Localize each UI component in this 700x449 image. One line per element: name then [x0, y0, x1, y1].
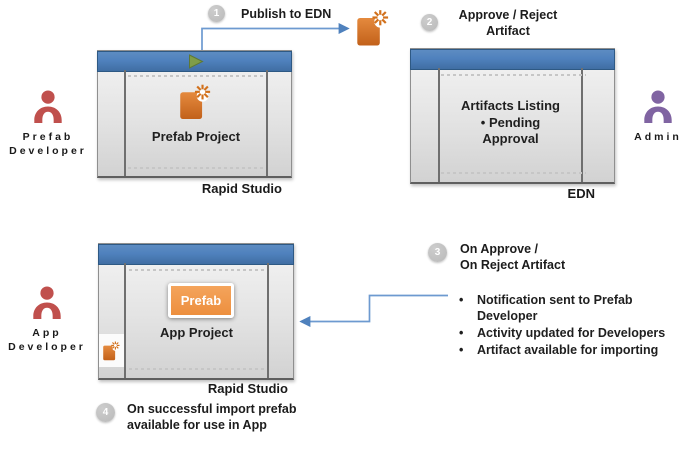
panel-divider: [267, 263, 269, 378]
actor-label-line1: App: [32, 327, 62, 339]
step-number-badge: 2: [421, 14, 438, 31]
step2-label: Approve / Reject Artifact: [448, 7, 568, 39]
outcome-item: • Artifact available for importing: [459, 342, 677, 358]
window-caption: EDN: [567, 186, 595, 201]
artifact-new-icon: [180, 84, 211, 120]
bullet-glyph: •: [480, 115, 486, 130]
person-icon: [33, 286, 61, 320]
panel-texture: [129, 269, 265, 271]
published-artifact-icon: [357, 10, 389, 46]
window-titlebar: [410, 49, 615, 70]
actor-label: Admin: [616, 130, 700, 144]
approval-result-connector-arrow: [299, 294, 448, 328]
outcome-text: Activity updated for Developers: [477, 326, 666, 340]
edn-listing-title: Artifacts Listing: [461, 98, 560, 113]
person-icon: [34, 90, 62, 124]
step1-label: Publish to EDN: [241, 7, 332, 21]
step2-line1: Approve / Reject: [458, 8, 558, 22]
step3-line1: On Approve /: [460, 242, 539, 256]
window-caption: Rapid Studio: [201, 181, 282, 196]
step-number-badge: 4: [96, 403, 115, 422]
panel-texture: [128, 75, 263, 77]
step3-line2: On Reject Artifact: [460, 258, 566, 272]
project-label: Prefab Project: [151, 129, 241, 144]
edn-listing: Artifacts Listing • Pending Approval: [440, 98, 581, 147]
tool-palette-cell: [99, 334, 124, 367]
window-edn: Artifacts Listing • Pending Approval: [410, 48, 615, 184]
step-number-badge: 1: [208, 5, 225, 22]
panel-divider: [266, 70, 268, 176]
actor-label: Prefab Developer: [6, 130, 90, 158]
actor-admin: Admin: [616, 90, 700, 144]
outcome-text: Artifact available for importing: [477, 343, 659, 357]
panel-texture: [129, 368, 265, 370]
step4-line2: available for use in App: [127, 418, 267, 432]
play-icon: [189, 54, 204, 69]
panel-divider: [124, 263, 126, 378]
panel-texture: [441, 172, 586, 174]
step4-label: On successful import prefab available fo…: [127, 401, 296, 433]
actor-label-line1: Prefab: [22, 131, 74, 143]
outcome-item: • Activity updated for Developers: [459, 325, 677, 341]
actor-label: App Developer: [5, 326, 89, 354]
edn-listing-item-text: Pending Approval: [482, 115, 541, 146]
window-caption: Rapid Studio: [207, 381, 288, 396]
outcome-item: • Notification sent to Prefab Developer: [459, 292, 677, 324]
project-label: App Project: [160, 325, 233, 340]
window-rapid-studio-app: Prefab App Project: [98, 243, 294, 380]
panel-divider: [124, 70, 126, 176]
step3-label: On Approve / On Reject Artifact: [460, 241, 565, 273]
step4-line1: On successful import prefab: [127, 402, 297, 416]
panel-texture: [128, 167, 263, 169]
window-titlebar: [98, 244, 294, 265]
outcome-list: • Notification sent to Prefab Developer …: [459, 292, 677, 359]
window-titlebar: [97, 51, 292, 72]
actor-label-line1: Admin: [634, 131, 682, 143]
actor-label-line2: Developer: [8, 341, 86, 353]
actor-app-developer: App Developer: [5, 286, 89, 354]
bullet-glyph: •: [459, 343, 464, 357]
bullet-glyph: •: [459, 293, 464, 307]
panel-divider: [581, 68, 583, 182]
step2-line2: Artifact: [486, 24, 530, 38]
panel-texture: [441, 74, 586, 76]
step-number-badge: 3: [428, 243, 447, 262]
bullet-glyph: •: [459, 326, 464, 340]
artifact-small-icon: [103, 341, 120, 361]
actor-label-line2: Developer: [9, 145, 87, 157]
person-icon: [644, 90, 672, 124]
window-rapid-studio-prefab: Prefab Project: [97, 50, 292, 178]
panel-divider: [438, 68, 440, 182]
outcome-text: Notification sent to Prefab Developer: [477, 293, 633, 323]
publish-connector-arrow: [201, 22, 350, 50]
prefab-asset-button: Prefab: [168, 283, 234, 318]
edn-listing-item: • Pending Approval: [465, 115, 557, 147]
actor-prefab-developer: Prefab Developer: [6, 90, 90, 158]
